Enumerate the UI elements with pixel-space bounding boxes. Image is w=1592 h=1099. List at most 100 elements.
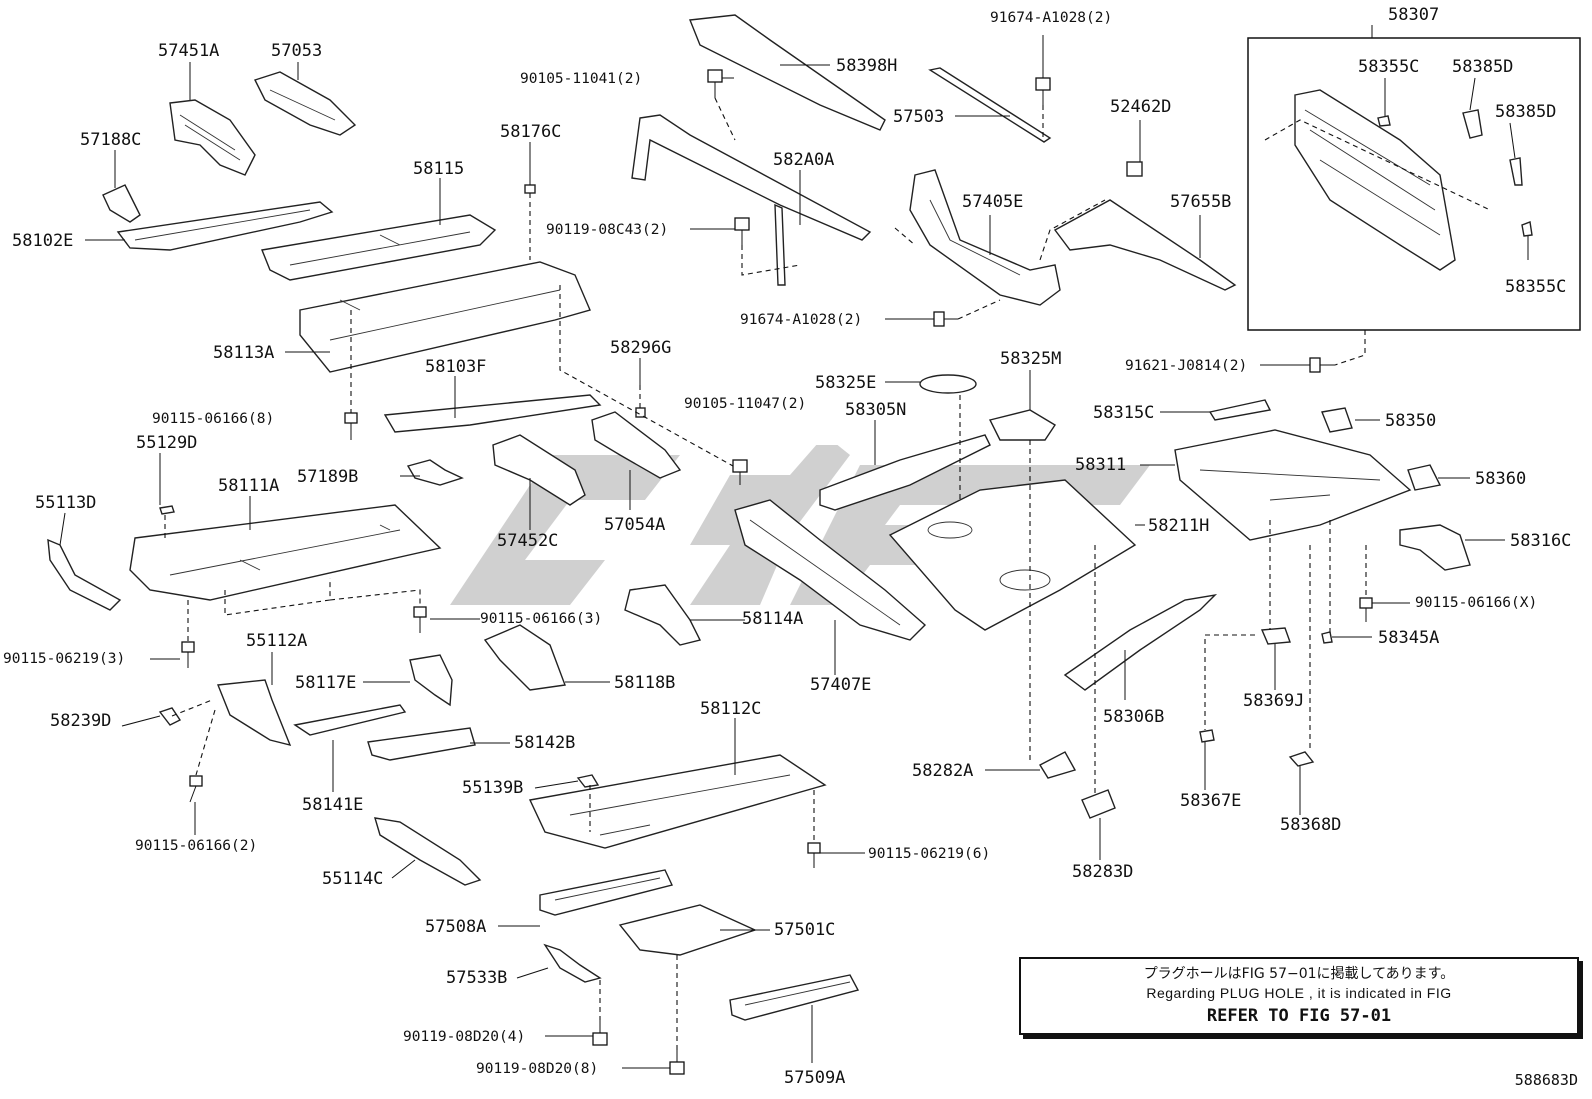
bolt-icon [1359,597,1373,622]
label-58118B[interactable]: 58118B [614,673,675,693]
bolt-icon [933,311,958,327]
label-58305N[interactable]: 58305N [845,400,906,420]
label-57452C[interactable]: 57452C [497,531,558,551]
label-90119-08D20-8[interactable]: 90119-08D20(8) [476,1061,598,1077]
label-58345A[interactable]: 58345A [1378,628,1439,648]
label-57501C[interactable]: 57501C [774,920,835,940]
part-57054A-shape [591,411,682,479]
label-57508A[interactable]: 57508A [425,917,486,937]
label-57451A[interactable]: 57451A [158,41,219,61]
part-shapes [47,14,1533,1021]
part-58239D-shape [158,707,182,726]
label-90115-06166-2[interactable]: 90115-06166(2) [135,838,257,854]
label-58111A[interactable]: 58111A [218,476,279,496]
part-58350-shape [1321,407,1353,433]
label-90115-06166-3[interactable]: 90115-06166(3) [480,611,602,627]
label-90105-11047-2[interactable]: 90105-11047(2) [684,396,806,412]
label-58368D[interactable]: 58368D [1280,815,1341,835]
label-58385D-a[interactable]: 58385D [1452,57,1513,77]
label-55114C[interactable]: 55114C [322,869,383,889]
label-55139B[interactable]: 55139B [462,778,523,798]
label-58282A[interactable]: 58282A [912,761,973,781]
label-90105-11041-2[interactable]: 90105-11041(2) [520,71,642,87]
label-582A0A[interactable]: 582A0A [773,150,834,170]
label-58112C[interactable]: 58112C [700,699,761,719]
bolt-icon [344,412,358,440]
label-57407E[interactable]: 57407E [810,675,871,695]
label-91621-J0814-2[interactable]: 91621-J0814(2) [1125,358,1247,374]
bolt-icon [669,1050,685,1075]
label-58367E[interactable]: 58367E [1180,791,1241,811]
plug-hole-note: プラグホールはFIG 57−01に掲載してあります。 Regarding PLU… [1019,957,1579,1035]
part-58325E-shape [919,374,977,394]
label-58115[interactable]: 58115 [413,159,464,179]
label-58311[interactable]: 58311 [1075,455,1126,475]
label-57509A[interactable]: 57509A [784,1068,845,1088]
label-57188C[interactable]: 57188C [80,130,141,150]
subassembly-58307-box [1247,37,1581,331]
label-58369J[interactable]: 58369J [1243,691,1304,711]
label-58283D[interactable]: 58283D [1072,862,1133,882]
part-58355C-top-shape [1377,115,1391,127]
label-91674-A1028-2-mid[interactable]: 91674-A1028(2) [740,312,862,328]
label-58103F[interactable]: 58103F [425,357,486,377]
part-57509A-shape [729,974,860,1021]
part-58360-shape [1407,464,1442,491]
label-57655B[interactable]: 57655B [1170,192,1231,212]
label-55113D[interactable]: 55113D [35,493,96,513]
label-57405E[interactable]: 57405E [962,192,1023,212]
label-90115-06219-3[interactable]: 90115-06219(3) [3,651,125,667]
part-58307-shape [1294,89,1456,271]
part-58103F-shape [383,394,602,433]
label-58176C[interactable]: 58176C [500,122,561,142]
label-58117E[interactable]: 58117E [295,673,356,693]
label-58325E[interactable]: 58325E [815,373,876,393]
label-55112A[interactable]: 55112A [246,631,307,651]
part-57452C-shape [492,434,586,506]
label-58141E[interactable]: 58141E [302,795,363,815]
label-58114A[interactable]: 58114A [742,609,803,629]
label-90119-08C43-2[interactable]: 90119-08C43(2) [546,222,668,238]
label-58211H[interactable]: 58211H [1148,516,1209,536]
part-57501C-shape [618,904,757,956]
label-58113A[interactable]: 58113A [213,343,274,363]
part-58367E-shape [1199,729,1215,743]
label-57053[interactable]: 57053 [271,41,322,61]
label-58355C-top[interactable]: 58355C [1358,57,1419,77]
label-58325M[interactable]: 58325M [1000,349,1061,369]
part-57189B-shape [406,459,464,486]
label-58296G[interactable]: 58296G [610,338,671,358]
label-58239D[interactable]: 58239D [50,711,111,731]
label-90115-06166-X[interactable]: 90115-06166(X) [1415,595,1537,611]
note-reference-link[interactable]: REFER TO FIG 57-01 [1206,1006,1392,1026]
part-58102E-shape [116,201,334,251]
label-58398H[interactable]: 58398H [836,56,897,76]
label-58142B[interactable]: 58142B [514,733,575,753]
label-58307[interactable]: 58307 [1388,5,1439,25]
label-90115-06166-8[interactable]: 90115-06166(8) [152,411,274,427]
label-58355C-bot[interactable]: 58355C [1505,277,1566,297]
label-90115-06219-6[interactable]: 90115-06219(6) [868,846,990,862]
part-58118B-shape [483,624,566,691]
label-57054A[interactable]: 57054A [604,515,665,535]
label-58360[interactable]: 58360 [1475,469,1526,489]
label-58102E[interactable]: 58102E [12,231,73,251]
label-55129D[interactable]: 55129D [136,433,197,453]
label-58315C[interactable]: 58315C [1093,403,1154,423]
label-58316C[interactable]: 58316C [1510,531,1571,551]
label-90119-08D20-4[interactable]: 90119-08D20(4) [403,1029,525,1045]
label-58306B[interactable]: 58306B [1103,707,1164,727]
label-57189B[interactable]: 57189B [297,467,358,487]
label-57533B[interactable]: 57533B [446,968,507,988]
label-58350[interactable]: 58350 [1385,411,1436,431]
label-58385D-b[interactable]: 58385D [1495,102,1556,122]
bolt-icon [592,1020,608,1046]
label-52462D[interactable]: 52462D [1110,97,1171,117]
part-58112C-shape [528,754,827,849]
part-58211H-shape [888,479,1137,631]
label-91674-A1028-2-top[interactable]: 91674-A1028(2) [990,10,1112,26]
part-57503-shape [928,67,1052,143]
part-58114A-shape [624,584,702,646]
label-57503[interactable]: 57503 [893,107,944,127]
